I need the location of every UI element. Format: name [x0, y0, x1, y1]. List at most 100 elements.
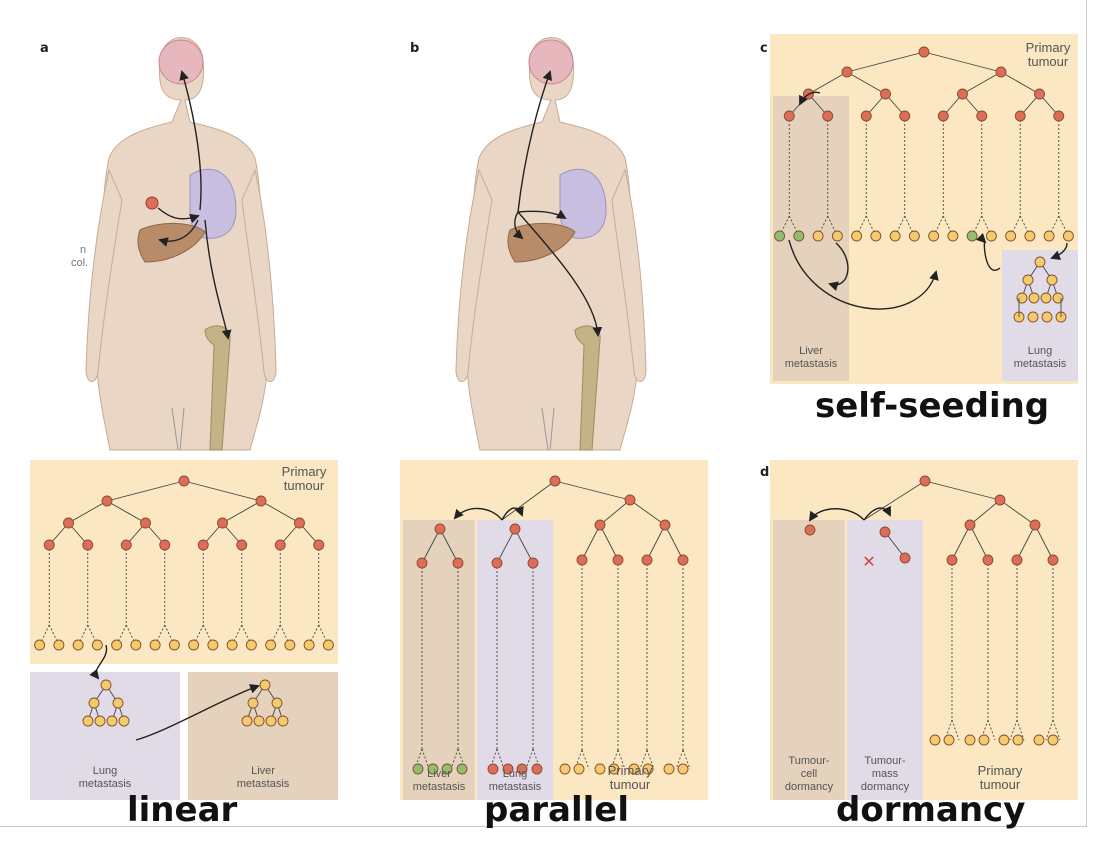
tree-node — [35, 640, 45, 650]
tree-node — [983, 555, 993, 565]
panel-letter-d: d — [760, 465, 769, 480]
tree-node — [823, 111, 833, 121]
panel-b-lung-box — [477, 520, 553, 800]
tree-node — [131, 640, 141, 650]
tree-node — [861, 111, 871, 121]
tree-node — [112, 640, 122, 650]
tree-node — [871, 231, 881, 241]
panel-b-liver-box — [403, 520, 475, 800]
tree-node — [1023, 275, 1033, 285]
tree-node — [208, 640, 218, 650]
tree-node — [101, 680, 111, 690]
tree-node — [678, 555, 688, 565]
tree-node — [457, 764, 467, 774]
tree-node — [266, 640, 276, 650]
a-primary-line2: tumour — [284, 478, 325, 493]
tree-node — [995, 495, 1005, 505]
tree-node — [900, 553, 910, 563]
tree-node — [189, 640, 199, 650]
tree-node — [1028, 312, 1038, 322]
a-primary-line1: Primary — [282, 464, 327, 479]
tree-node — [1041, 293, 1051, 303]
tree-node — [1053, 293, 1063, 303]
tree-node — [1048, 555, 1058, 565]
tree-node — [929, 231, 939, 241]
c-lung-line2: metastasis — [1014, 358, 1067, 370]
tree-node — [642, 555, 652, 565]
tree-node — [227, 640, 237, 650]
b-liver-line1: Liver — [427, 768, 451, 780]
tree-node — [890, 231, 900, 241]
tree-node — [248, 698, 258, 708]
tree-node — [1013, 735, 1023, 745]
tree-node — [89, 698, 99, 708]
tree-node — [169, 640, 179, 650]
tree-node — [54, 640, 64, 650]
tree-node — [1054, 111, 1064, 121]
tree-node — [664, 764, 674, 774]
b-primary-line1: Primary — [608, 763, 653, 778]
tree-node — [119, 716, 129, 726]
tree-node — [625, 495, 635, 505]
a-liver-line2: metastasis — [237, 778, 290, 790]
tree-node — [965, 735, 975, 745]
tree-node — [304, 640, 314, 650]
tree-node — [121, 540, 131, 550]
a-lung-line1: Lung — [93, 765, 117, 777]
tree-node — [1048, 735, 1058, 745]
tree-node — [852, 231, 862, 241]
tree-node — [314, 540, 324, 550]
tree-node — [577, 555, 587, 565]
tree-node — [83, 716, 93, 726]
tree-node — [1042, 312, 1052, 322]
tree-node — [453, 558, 463, 568]
dead-cell-cross: ✕ — [862, 552, 875, 571]
tree-node — [160, 540, 170, 550]
d-mass-line1: Tumour- — [864, 755, 905, 767]
tree-node — [805, 525, 815, 535]
d-cell-line1: Tumour- — [788, 755, 829, 767]
tree-node — [660, 520, 670, 530]
tree-node — [1012, 555, 1022, 565]
tree-node — [1035, 89, 1045, 99]
tree-node — [900, 111, 910, 121]
tree-node — [413, 764, 423, 774]
tree-node — [272, 698, 282, 708]
body-figure-b — [456, 38, 646, 451]
tree-node — [944, 735, 954, 745]
tree-node — [832, 231, 842, 241]
c-liver-line1: Liver — [799, 345, 823, 357]
a-liver-line1: Liver — [251, 765, 275, 777]
tree-node — [256, 496, 266, 506]
tree-node — [1047, 275, 1057, 285]
tree-node — [1035, 257, 1045, 267]
b-lung-line1: Lung — [503, 768, 527, 780]
caption-linear: linear — [127, 790, 237, 830]
brain-icon — [159, 40, 203, 84]
tree-node — [948, 231, 958, 241]
c-primary-line1: Primary — [1026, 40, 1071, 55]
caption-parallel: parallel — [484, 790, 629, 830]
tree-node — [842, 67, 852, 77]
c-liver-line2: metastasis — [785, 358, 838, 370]
tree-node — [1025, 231, 1035, 241]
tree-node — [528, 558, 538, 568]
d-primary-line1: Primary — [978, 763, 1023, 778]
panel-letter-c: c — [760, 41, 768, 56]
tree-node — [107, 716, 117, 726]
tree-node — [95, 716, 105, 726]
tree-node — [678, 764, 688, 774]
tree-node — [1017, 293, 1027, 303]
tree-node — [1034, 735, 1044, 745]
brain-icon — [529, 40, 573, 84]
tree-node — [260, 680, 270, 690]
b-liver-line2: metastasis — [413, 781, 466, 793]
tree-node — [1044, 231, 1054, 241]
tree-node — [996, 67, 1006, 77]
primary-tumour-dot — [146, 197, 158, 209]
tree-node — [986, 231, 996, 241]
tree-node — [92, 640, 102, 650]
tree-node — [285, 640, 295, 650]
tree-node — [958, 89, 968, 99]
d-mass-line2: mass — [872, 768, 899, 780]
